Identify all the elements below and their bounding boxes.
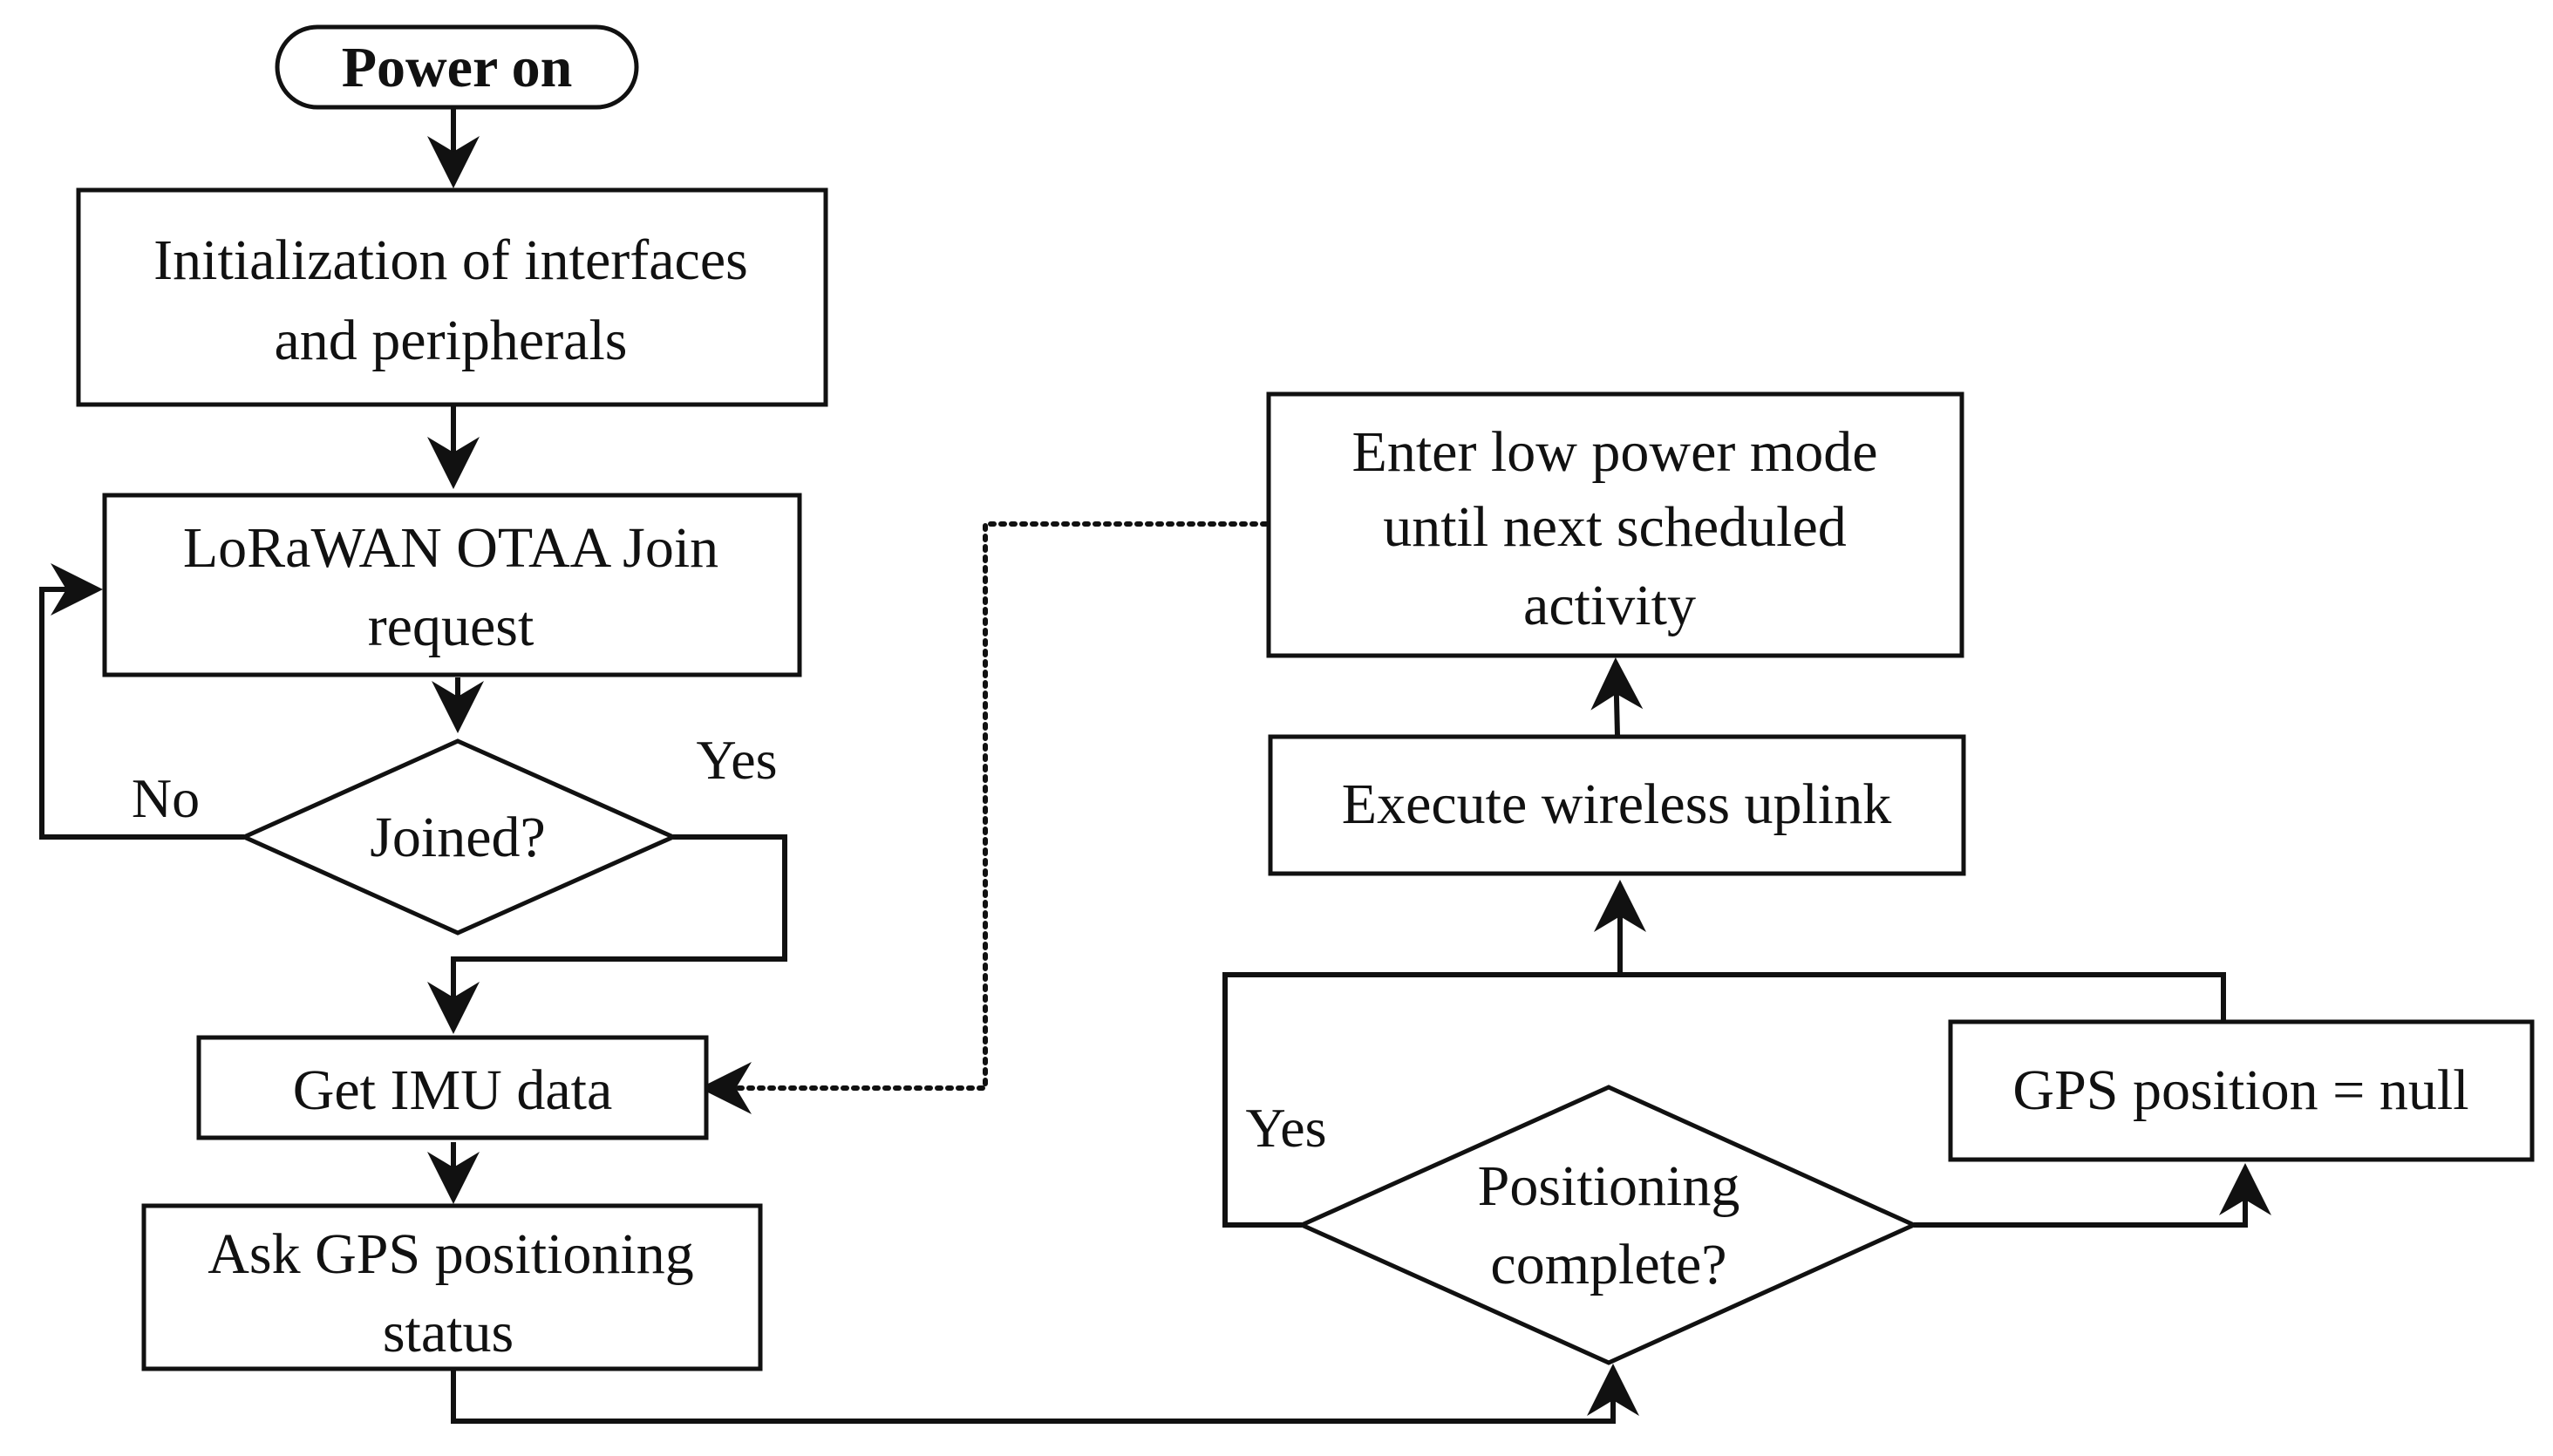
gps-null-label: GPS position = null: [2012, 1058, 2468, 1122]
join-label-line2: request: [368, 595, 534, 658]
yes-join-label: Yes: [696, 729, 777, 791]
imu-label: Get IMU data: [293, 1058, 613, 1122]
no-label: No: [132, 767, 200, 829]
lowpower-label-line3: activity: [1523, 574, 1696, 637]
uplink-label: Execute wireless uplink: [1342, 772, 1891, 836]
gps-ask-box: [141, 1203, 763, 1371]
edge-uplink-to-lowpower: [1590, 657, 1644, 736]
edge-lowpower-dotted-to-imu: [699, 521, 1269, 1114]
init-box: [76, 187, 828, 407]
edge-no-loop-to-join: [39, 563, 244, 840]
edge-gps-null-up-merge: [1620, 972, 2226, 1020]
lowpower-label-line2: until next scheduled: [1383, 495, 1847, 559]
init-label-line1: Initialization of interfaces: [153, 228, 748, 292]
yes-positioning-label: Yes: [1245, 1097, 1326, 1159]
uplink-box: [1268, 734, 1966, 876]
edge-gps-ask-to-positioning: [451, 1364, 1639, 1424]
edge-yes-to-imu: [427, 834, 787, 1034]
joined-label: Joined?: [370, 806, 546, 869]
positioning-diamond: [1296, 1085, 1920, 1365]
positioning-label-line1: Positioning: [1478, 1154, 1740, 1218]
gps-null-box: [1948, 1019, 2535, 1162]
join-label-line1: LoRaWAN OTAA Join: [183, 516, 718, 580]
gps-ask-label-line2: status: [383, 1301, 514, 1364]
gps-ask-label-line1: Ask GPS positioning: [208, 1222, 693, 1286]
imu-box: [196, 1035, 709, 1140]
power-on-label: Power on: [342, 36, 573, 99]
edge-positioning-no-to-gps-null: [1914, 1163, 2271, 1228]
positioning-label-line2: complete?: [1490, 1233, 1726, 1296]
power-on-terminator: [275, 24, 639, 110]
lowpower-box: [1266, 391, 1964, 658]
lowpower-label-line1: Enter low power mode: [1352, 420, 1878, 484]
init-label-line2: and peripherals: [275, 309, 628, 372]
joined-diamond: [238, 738, 679, 936]
edge-positioning-yes: [1222, 972, 1620, 1228]
join-box: [102, 493, 802, 677]
